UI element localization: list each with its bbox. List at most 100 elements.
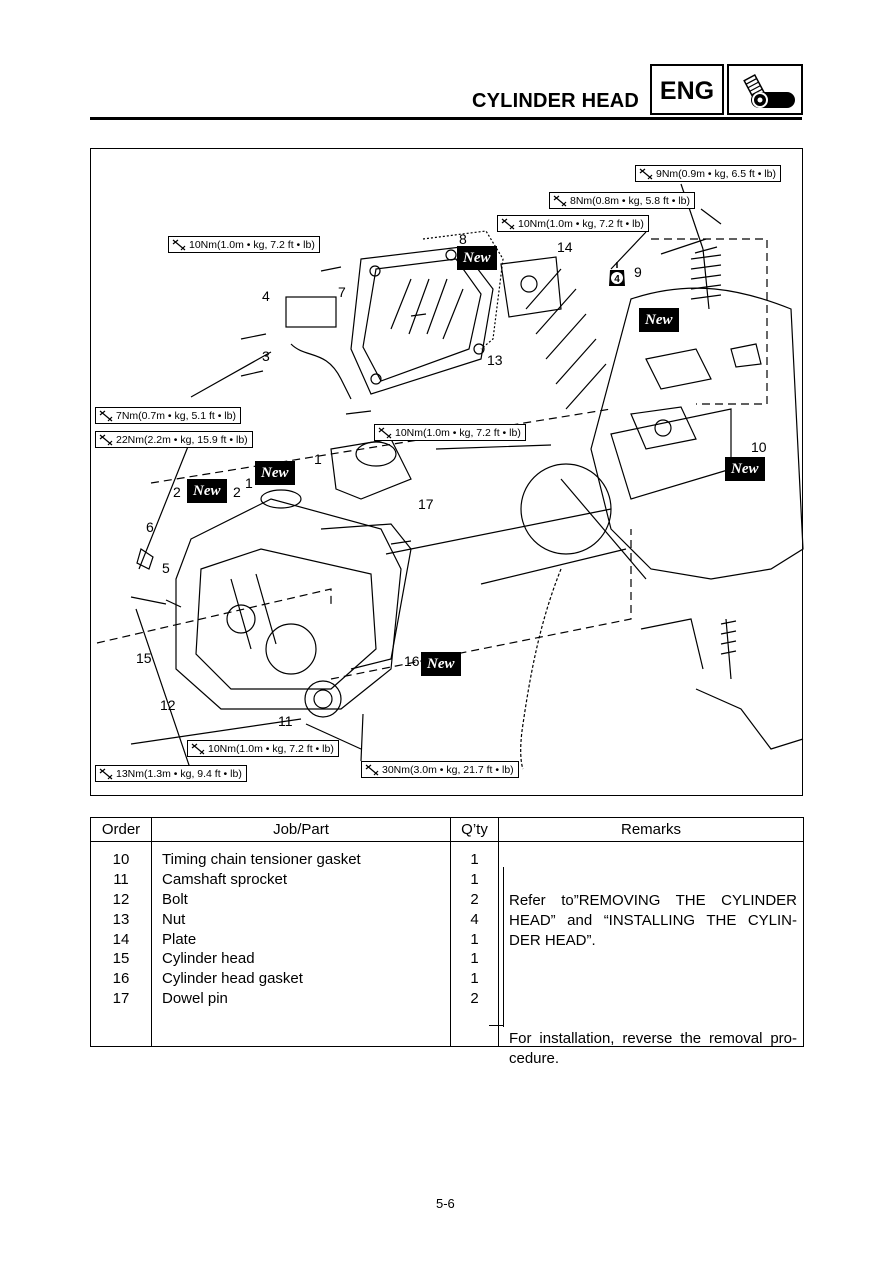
callout-8: 8 (459, 231, 467, 247)
torque-spec-head-bolt: 10Nm(1.0m • kg, 7.2 ft • lb) (187, 740, 339, 757)
table-header-row: Order Job/Part Q’ty Remarks (90, 817, 804, 842)
callout-10: 10 (751, 439, 767, 455)
order-value: 10 (112, 851, 130, 868)
torque-spec-text: 22Nm(2.2m • kg, 15.9 ft • lb) (116, 434, 248, 446)
new-badge-oring-1: New (255, 461, 295, 485)
torque-spec-text: 8Nm(0.8m • kg, 5.8 ft • lb) (570, 195, 690, 207)
job-value: Bolt (162, 890, 188, 908)
callout-4: 4 (262, 288, 270, 304)
torque-spec-sprocket-bolt: 30Nm(3.0m • kg, 21.7 ft • lb) (361, 761, 519, 778)
torque-spec-spark-plug: 22Nm(2.2m • kg, 15.9 ft • lb) (95, 431, 253, 448)
qty-value: 2 (470, 990, 479, 1008)
header-remarks: Remarks (498, 817, 804, 842)
page-number: 5-6 (436, 1196, 455, 1211)
order-value: 16 (112, 970, 130, 988)
job-column: Timing chain tensioner gasket Camshaft s… (151, 841, 451, 1047)
torque-wrench-icon (639, 168, 653, 180)
page-title: CYLINDER HEAD (472, 90, 640, 112)
loctite-icon: 4 (606, 262, 628, 288)
callout-1-lower: 1 (245, 475, 253, 491)
torque-spec-coil-bolt: 7Nm(0.7m • kg, 5.1 ft • lb) (95, 407, 241, 424)
new-badge-gasket-10: New (725, 457, 765, 481)
torque-spec-text: 30Nm(3.0m • kg, 21.7 ft • lb) (382, 764, 514, 776)
new-badge-tensioner-gasket: New (639, 308, 679, 332)
qty-value: 2 (470, 890, 479, 908)
order-value: 17 (112, 990, 130, 1008)
torque-wrench-icon (191, 743, 205, 755)
job-value: Cylinder head gasket (162, 970, 303, 988)
remarks-install-text: For installation, reverse the removal pr… (509, 1030, 797, 1067)
torque-spec-text: 10Nm(1.0m • kg, 7.2 ft • lb) (395, 427, 521, 439)
torque-wrench-icon (99, 410, 113, 422)
job-value: Timing chain tensioner gasket (162, 851, 361, 868)
callout-2-right: 2 (233, 484, 241, 500)
qty-value: 1 (470, 950, 479, 968)
qty-value: 1 (470, 870, 479, 888)
callout-1-upper: 1 (314, 451, 322, 467)
new-badge-gasket-8: New (457, 246, 497, 270)
loctite-number: 4 (614, 274, 620, 285)
job-value: Cylinder head (162, 950, 255, 968)
table-body-row: 10 11 12 13 14 15 16 17 Timing chain ten… (90, 841, 804, 1067)
header-job-part: Job/Part (151, 817, 451, 842)
parts-table: Order Job/Part Q’ty Remarks 10 11 12 13 … (90, 817, 804, 1067)
remarks-bracket (503, 867, 507, 1027)
header-order: Order (90, 817, 152, 842)
remarks-column: Refer to”REMOVING THE CYLINDER HEAD” and… (489, 841, 804, 1067)
order-value: 11 (113, 870, 129, 888)
order-column: 10 11 12 13 14 15 16 17 (90, 841, 152, 1047)
engine-icon (727, 64, 803, 115)
torque-spec-text: 10Nm(1.0m • kg, 7.2 ft • lb) (189, 239, 315, 251)
torque-spec-text: 9Nm(0.9m • kg, 6.5 ft • lb) (656, 168, 776, 180)
new-badge-gasket-2: New (187, 479, 227, 503)
torque-wrench-icon (365, 764, 379, 776)
callout-5: 5 (162, 560, 170, 576)
remarks-refer-text: Refer to”REMOVING THE CYLINDER HEAD” and… (509, 892, 797, 949)
torque-wrench-icon (553, 195, 567, 207)
torque-spec-text: 10Nm(1.0m • kg, 7.2 ft • lb) (518, 218, 644, 230)
torque-wrench-icon (99, 434, 113, 446)
header-qty: Q’ty (450, 817, 499, 842)
torque-wrench-icon (501, 218, 515, 230)
order-value: 13 (112, 910, 130, 928)
job-value: Plate (162, 930, 197, 948)
torque-spec-cover-bolt: 10Nm(1.0m • kg, 7.2 ft • lb) (168, 236, 320, 253)
order-value: 15 (112, 950, 130, 968)
order-value: 12 (112, 890, 130, 908)
qty-value: 4 (470, 910, 479, 928)
torque-spec-text: 13Nm(1.3m • kg, 9.4 ft • lb) (116, 768, 242, 780)
callout-12: 12 (160, 697, 176, 713)
qty-value: 1 (470, 970, 479, 988)
qty-value: 1 (470, 930, 479, 948)
torque-spec-intake-bolt: 10Nm(1.0m • kg, 7.2 ft • lb) (374, 424, 526, 441)
new-badge-head-gasket-16: New (421, 652, 461, 676)
torque-spec-bolt-12: 13Nm(1.3m • kg, 9.4 ft • lb) (95, 765, 247, 782)
callout-13: 13 (487, 352, 503, 368)
torque-wrench-icon (99, 768, 113, 780)
callout-15: 15 (136, 650, 152, 666)
torque-spec-tensioner-bolt: 9Nm(0.9m • kg, 6.5 ft • lb) (635, 165, 781, 182)
callout-16: 16 (404, 653, 420, 669)
callout-6: 6 (146, 519, 154, 535)
exploded-diagram: 9Nm(0.9m • kg, 6.5 ft • lb) 8Nm(0.8m • k… (90, 148, 804, 796)
order-value: 14 (112, 930, 130, 948)
torque-spec-tensioner-cap: 8Nm(0.8m • kg, 5.8 ft • lb) (549, 192, 695, 209)
callout-11: 11 (278, 713, 293, 729)
section-code-badge: ENG (650, 64, 724, 115)
remarks-bracket-tail (489, 1025, 503, 1026)
callout-7: 7 (338, 284, 346, 300)
torque-spec-text: 10Nm(1.0m • kg, 7.2 ft • lb) (208, 743, 334, 755)
callout-9: 9 (634, 264, 642, 280)
torque-wrench-icon (172, 239, 186, 251)
job-value: Nut (162, 910, 186, 928)
callout-2-left: 2 (173, 484, 181, 500)
torque-spec-plate-nut: 10Nm(1.0m • kg, 7.2 ft • lb) (497, 215, 649, 232)
qty-column: 1 1 2 4 1 1 1 2 (450, 841, 499, 1047)
header-rule (90, 117, 802, 120)
torque-spec-text: 7Nm(0.7m • kg, 5.1 ft • lb) (116, 410, 236, 422)
callout-17: 17 (418, 496, 434, 512)
qty-value: 1 (470, 851, 479, 868)
job-value: Camshaft sprocket (162, 870, 288, 888)
job-value: Dowel pin (162, 990, 228, 1008)
torque-wrench-icon (378, 427, 392, 439)
